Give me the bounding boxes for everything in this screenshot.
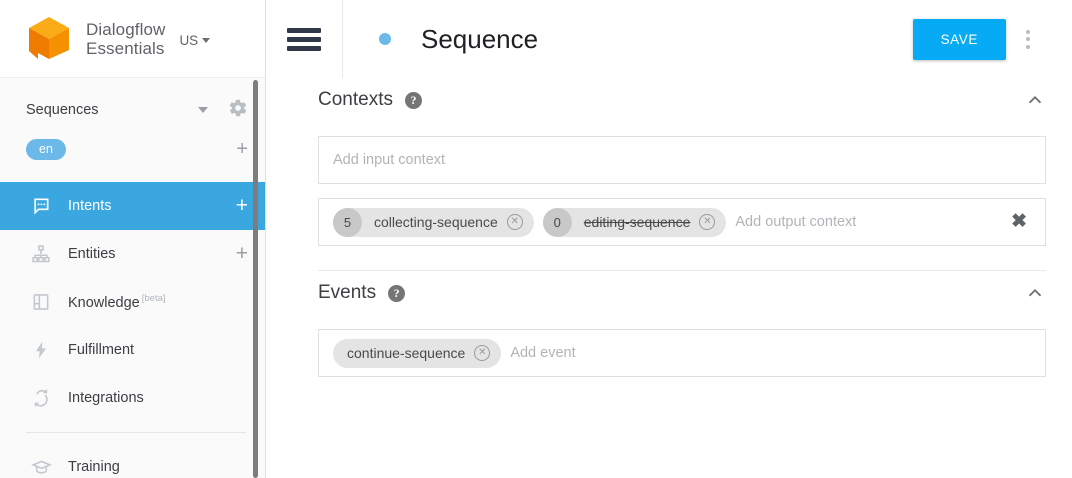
help-circle-icon[interactable]: ? (388, 284, 406, 302)
sidebar-item-label: Entities (68, 246, 116, 262)
add-intent-plus-icon[interactable]: + (235, 194, 248, 217)
title-area: Sequence (343, 24, 913, 55)
book-icon (30, 292, 52, 312)
chip-lifespan-badge[interactable]: 0 (542, 207, 572, 237)
sidebar-item-entities[interactable]: Entities + (0, 230, 266, 278)
sidebar-item-label: Knowledge[beta] (68, 293, 248, 311)
sidebar-edge (265, 0, 266, 478)
brand-line-1: Dialogflow (86, 19, 166, 39)
graduation-cap-icon (30, 457, 52, 478)
output-context-chip[interactable]: 0 editing-sequence ✕ (542, 207, 727, 237)
kebab-menu-icon[interactable] (1006, 29, 1050, 49)
chip-lifespan-badge[interactable]: 5 (333, 207, 362, 237)
events-section: Events ? continue-sequence ✕ Add event (318, 271, 1046, 377)
help-circle-icon[interactable]: ? (404, 91, 422, 109)
input-context-placeholder: Add input context (333, 152, 446, 168)
contexts-title: Contexts (318, 89, 393, 110)
agent-name: Sequences (26, 102, 99, 118)
chevron-up-icon[interactable] (1024, 89, 1046, 111)
save-button[interactable]: SAVE (912, 18, 1006, 60)
sidebar-scrollbar[interactable] (253, 80, 258, 478)
lightning-bolt-icon (30, 340, 52, 360)
remove-circle-icon[interactable]: ✕ (506, 214, 523, 230)
region-selector[interactable]: US (179, 29, 211, 48)
main-content: Sequence SAVE Contexts ? (266, 0, 1072, 478)
top-bar: Sequence SAVE (266, 0, 1072, 78)
sidebar-item-label: Integrations (68, 390, 144, 406)
chip-label: editing-sequence (583, 214, 691, 230)
hamburger-bars (287, 24, 321, 55)
sidebar-divider (26, 432, 246, 433)
events-header: Events ? (318, 271, 1046, 315)
brand-header[interactable]: Dialogflow Essentials US (0, 0, 266, 78)
contexts-section: Contexts ? Add input context 5 collectin… (318, 78, 1046, 271)
event-chip[interactable]: continue-sequence ✕ (333, 338, 502, 368)
remove-circle-icon[interactable]: ✕ (699, 214, 716, 230)
region-label: US (179, 33, 199, 48)
add-entity-plus-icon[interactable]: + (235, 242, 248, 265)
output-context-chip[interactable]: 5 collecting-sequence ✕ (333, 207, 534, 237)
output-context-field[interactable]: 5 collecting-sequence ✕ 0 editing-sequen… (318, 198, 1046, 246)
beta-badge: [beta] (141, 293, 166, 305)
sync-arrows-icon (30, 388, 52, 408)
sidebar-item-intents[interactable]: Intents + (0, 182, 266, 230)
sidebar-item-fulfillment[interactable]: Fulfillment (0, 326, 266, 374)
sidebar-item-integrations[interactable]: Integrations (0, 374, 266, 422)
input-context-field[interactable]: Add input context (318, 136, 1046, 184)
caret-down-icon (202, 38, 211, 43)
sidebar-nav: Intents + Entities + (0, 182, 266, 478)
hamburger-menu-icon[interactable] (266, 24, 342, 55)
sidebar-item-label: Intents (68, 198, 112, 214)
dialogflow-cube-logo (26, 15, 72, 63)
sidebar-item-label: Training (68, 459, 120, 475)
sidebar: Dialogflow Essentials US Sequences en + (0, 0, 266, 478)
chevron-up-icon[interactable] (1024, 282, 1046, 304)
contexts-header: Contexts ? (318, 78, 1046, 122)
language-row: en + (0, 130, 266, 168)
chip-label: collecting-sequence (374, 214, 498, 230)
page-title: Sequence (421, 23, 539, 54)
close-x-icon[interactable]: ✖ (1011, 211, 1027, 232)
sidebar-item-knowledge[interactable]: Knowledge[beta] (0, 278, 266, 326)
gear-icon[interactable] (228, 98, 248, 123)
knowledge-text: Knowledge (68, 294, 140, 311)
blue-status-dot (379, 33, 391, 45)
language-chip-en[interactable]: en (26, 138, 66, 160)
section-divider (318, 270, 1046, 271)
output-context-placeholder: Add output context (735, 214, 857, 230)
events-field[interactable]: continue-sequence ✕ Add event (318, 329, 1046, 377)
intent-editor-body: Contexts ? Add input context 5 collectin… (266, 78, 1072, 377)
events-placeholder: Add event (510, 345, 576, 361)
events-title: Events (318, 282, 377, 303)
agent-selector[interactable]: Sequences (0, 90, 266, 130)
chat-bubble-icon (30, 196, 52, 216)
chip-label: continue-sequence (347, 345, 466, 361)
top-bar-divider (342, 0, 343, 78)
add-language-plus-icon[interactable]: + (236, 138, 248, 160)
sidebar-item-training[interactable]: Training (0, 443, 266, 478)
brand-line-2: Essentials (86, 38, 165, 58)
brand-title: Dialogflow Essentials (72, 20, 165, 58)
sidebar-item-label: Fulfillment (68, 342, 135, 358)
remove-circle-icon[interactable]: ✕ (474, 345, 491, 361)
sitemap-icon (30, 244, 52, 264)
caret-down-icon[interactable] (198, 107, 208, 113)
